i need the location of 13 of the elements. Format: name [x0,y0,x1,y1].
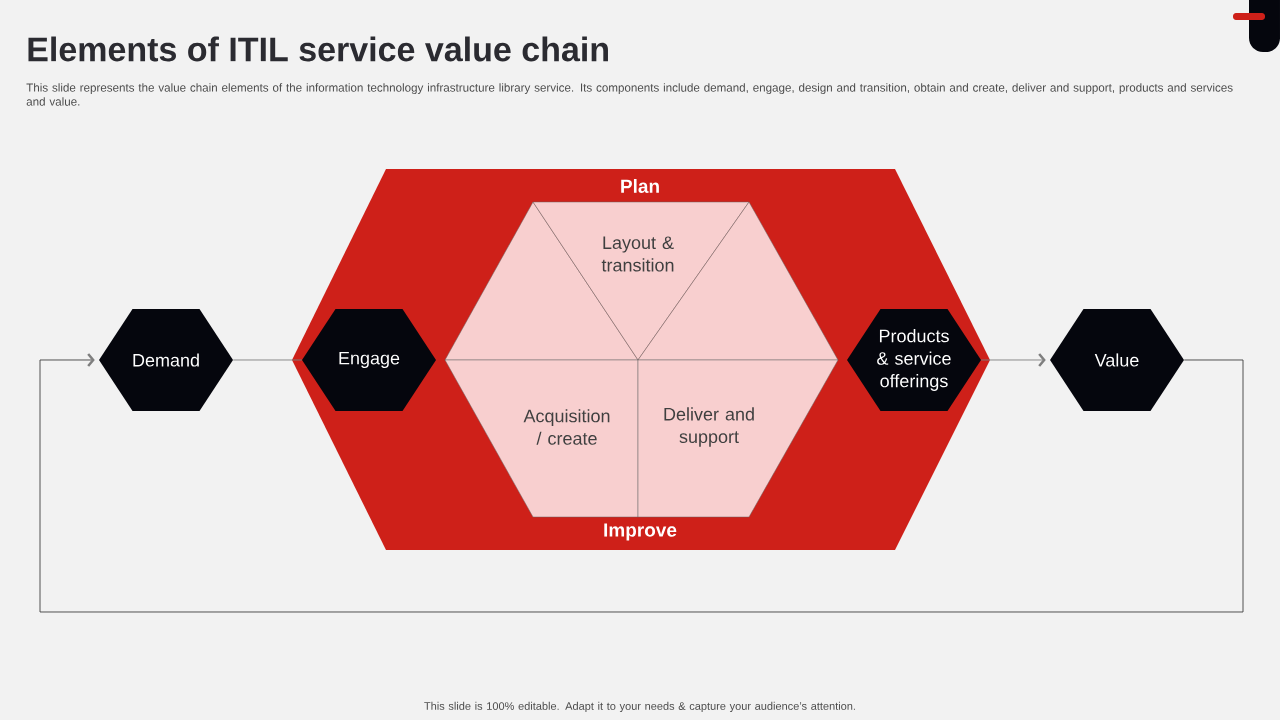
connector [980,353,1046,367]
connector [39,353,1244,613]
hexagon: Demand [99,309,233,411]
hexagon-segment: Deliver and support [637,359,839,518]
hexagon: Engage [302,309,436,411]
hexagon-segment: Acquisition / create [444,359,639,518]
title: Elements of ITIL service value chain [28,36,608,62]
description: This slide represents the value chain elements of the information technology infrastructure library service. Its components include demand, engage, design and transition, obtain and create, deliver and support, products and services and value. [26,83,1233,106]
connector [232,359,303,361]
hexagon: Products & service offerings [847,309,981,411]
hexagon-segment: Layout & transition [532,201,750,361]
footer-note: This slide is 100% editable. Adapt it to your needs & capture your audience’s attention. [424,701,855,713]
hexagon: Value [1050,309,1184,411]
